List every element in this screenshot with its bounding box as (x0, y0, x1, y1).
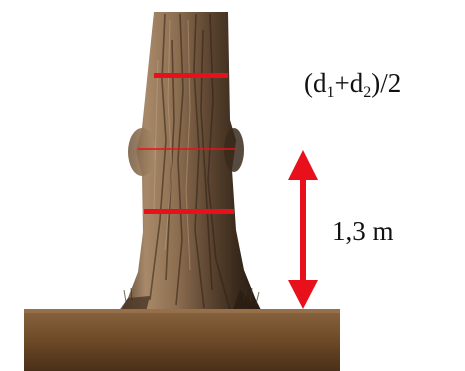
formula-plus: +d (334, 68, 364, 98)
formula-subscript-1: 1 (326, 84, 335, 101)
mean-diameter-formula: (d1+d2)/2 (304, 70, 401, 101)
height-label: 1,3 m (332, 216, 394, 246)
tree-trunk (118, 12, 262, 312)
ground-top-edge (24, 309, 340, 313)
height-arrow (288, 150, 318, 309)
ground (24, 309, 340, 371)
formula-subscript-2: 2 (363, 84, 372, 101)
formula-close: )/2 (371, 68, 402, 98)
diameter-marker-bottom (144, 209, 234, 214)
formula-open: (d (304, 68, 327, 98)
diameter-marker-top (154, 73, 228, 78)
